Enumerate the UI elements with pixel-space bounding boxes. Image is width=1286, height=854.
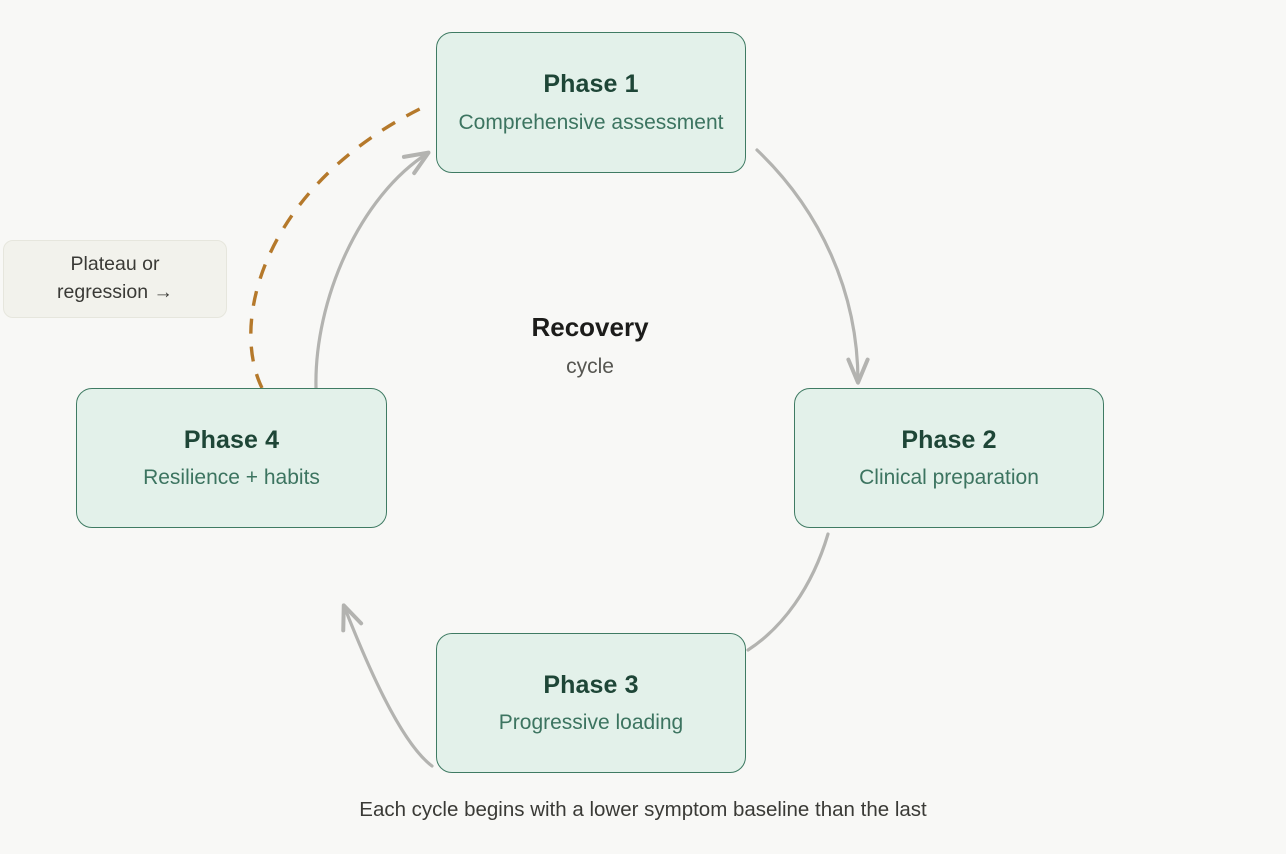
node-phase-4-title: Phase 4 — [183, 425, 280, 454]
cycle-hub-title: Recovery — [531, 312, 649, 342]
node-phase-2-title: Phase 2 — [901, 425, 997, 454]
node-phase-2[interactable]: Phase 2 Clinical preparation — [794, 388, 1104, 528]
node-phase-3[interactable]: Phase 3 Progressive loading — [436, 633, 746, 773]
node-phase-2-subtitle: Clinical preparation — [859, 466, 1039, 490]
note-plateau-line-2: regression → — [57, 281, 173, 303]
cycle-hub-label: Recovery cycle — [440, 312, 740, 379]
node-phase-4[interactable]: Phase 4 Resilience + habits — [76, 388, 387, 528]
note-plateau-or-regression[interactable]: Plateau or regression → — [3, 240, 227, 318]
node-phase-1-title: Phase 1 — [543, 70, 639, 99]
cycle-hub-subtitle: cycle — [566, 355, 614, 379]
node-phase-3-subtitle: Progressive loading — [498, 711, 684, 735]
edge-phase3-to-phase4 — [341, 603, 434, 768]
edge-phase2-to-phase3 — [746, 532, 830, 652]
node-phase-4-subtitle: Resilience + habits — [143, 466, 320, 490]
edge-plateau-regression-loop — [249, 102, 431, 389]
diagram-caption: Each cycle begins with a lower symptom b… — [359, 798, 927, 821]
node-phase-3-title: Phase 3 — [543, 670, 639, 699]
note-plateau-line-1: Plateau or — [70, 253, 160, 276]
edge-phase1-to-phase2 — [755, 148, 870, 385]
edge-phase4-to-phase1 — [314, 150, 431, 390]
node-phase-1[interactable]: Phase 1 Comprehensive assessment — [436, 32, 746, 173]
node-phase-1-subtitle: Comprehensive assessment — [458, 110, 724, 134]
